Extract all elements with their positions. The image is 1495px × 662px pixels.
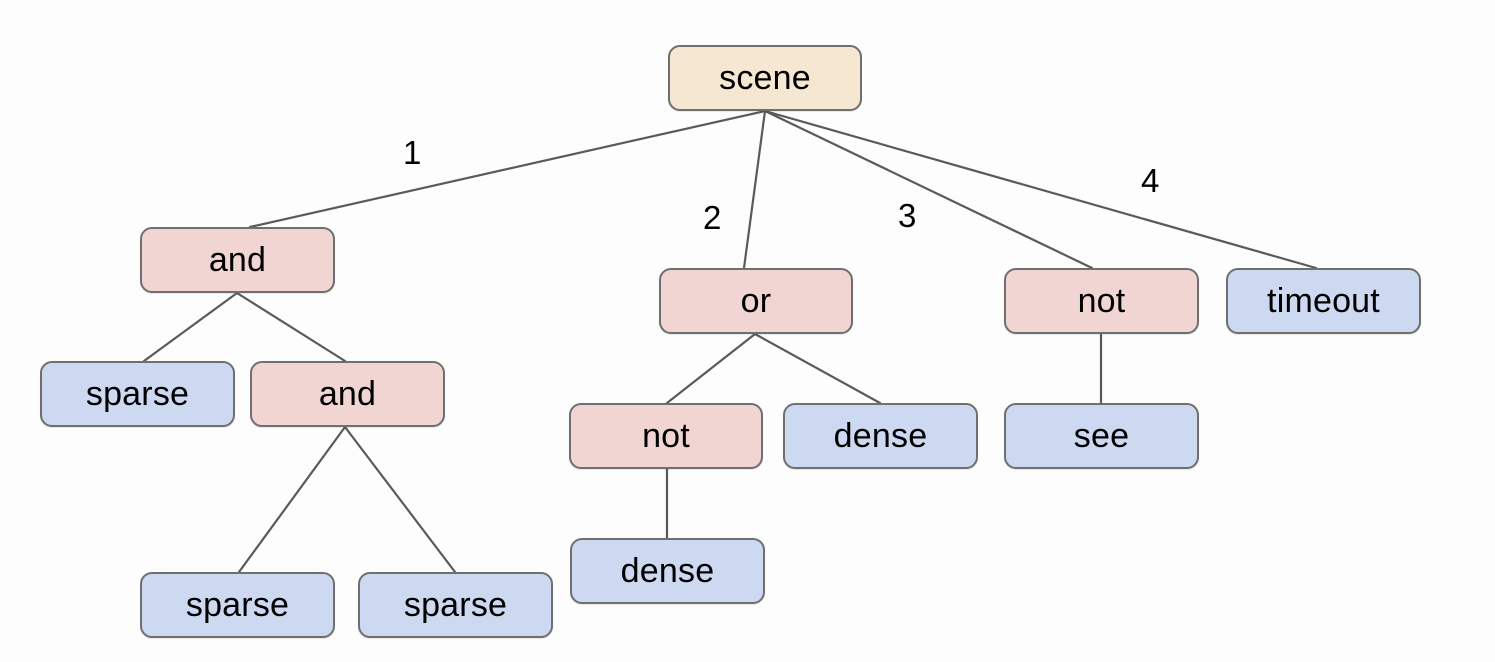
tree-edge [763,109,1094,270]
edge-label-2: 2 [703,199,722,236]
tree-node-sparse3[interactable]: sparse [358,572,553,638]
tree-node-dense1[interactable]: dense [783,403,978,469]
tree-edge [753,332,882,405]
tree-edge [665,332,757,405]
tree-node-and1[interactable]: and [140,227,335,293]
tree-edge [237,425,347,574]
edge-label-3: 3 [898,197,917,234]
tree-node-scene[interactable]: scene [668,45,862,111]
tree-node-not1[interactable]: not [569,403,763,469]
tree-node-dense2[interactable]: dense [570,538,765,604]
tree-node-or1[interactable]: or [659,268,853,334]
tree-edge [142,291,239,363]
tree-node-see1[interactable]: see [1004,403,1199,469]
tree-node-and2[interactable]: and [250,361,445,427]
tree-node-sparse2[interactable]: sparse [140,572,335,638]
tree-edge [248,109,767,229]
tree-edge [235,291,347,363]
edge-label-1: 1 [403,134,422,171]
tree-edge [742,109,767,270]
tree-node-timeout1[interactable]: timeout [1226,268,1421,334]
tree-edge [343,425,457,574]
edge-label-4: 4 [1141,162,1160,199]
tree-node-not2[interactable]: not [1004,268,1199,334]
tree-node-sparse1[interactable]: sparse [40,361,235,427]
tree-edge [763,109,1318,270]
